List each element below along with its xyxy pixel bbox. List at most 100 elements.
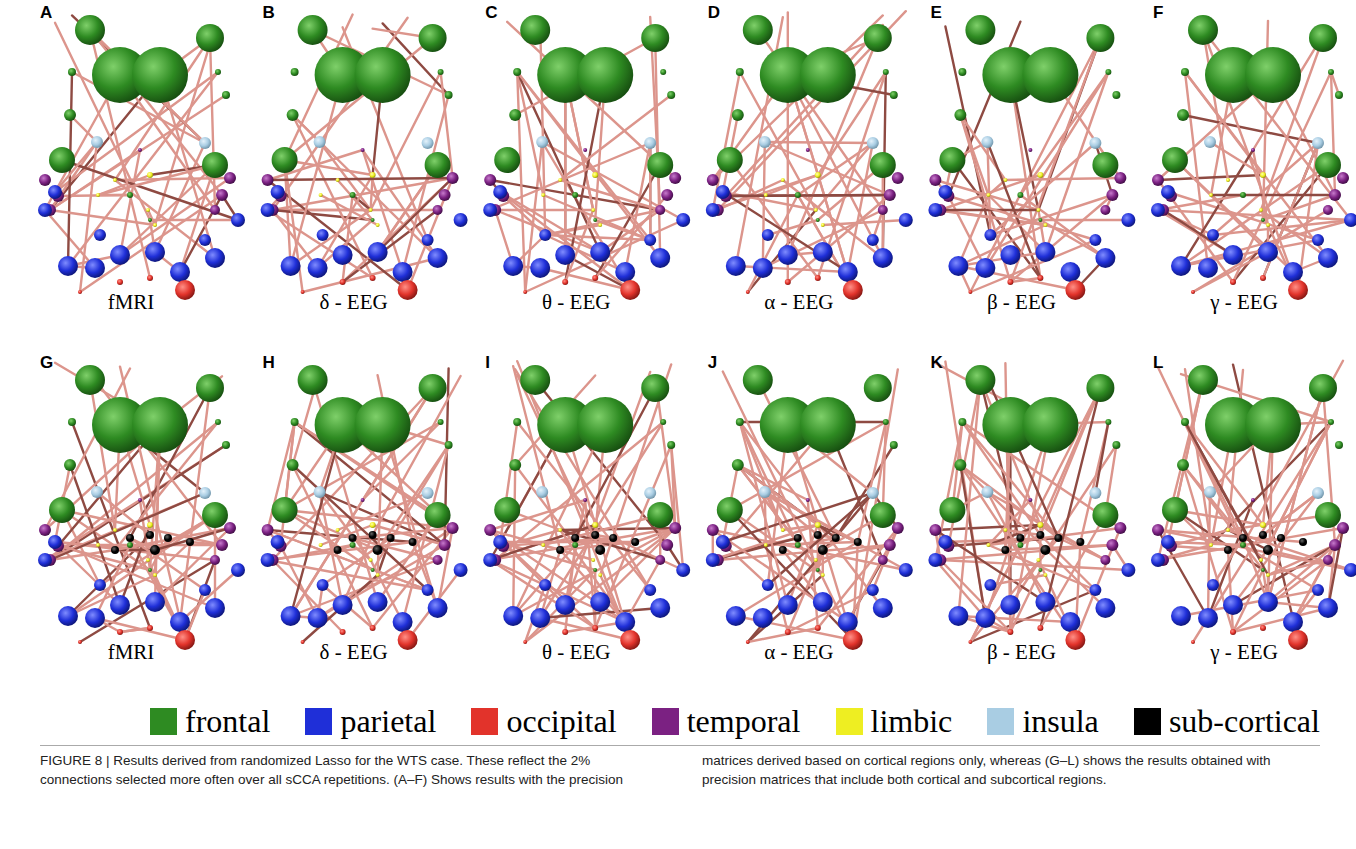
- region-sphere: [873, 248, 893, 268]
- legend-swatch: [987, 708, 1014, 735]
- region-sphere: [409, 538, 417, 546]
- connection-line: [1175, 160, 1268, 252]
- panel-label: β - EEG: [910, 640, 1132, 665]
- region-sphere: [631, 538, 639, 546]
- region-sphere: [422, 137, 434, 149]
- panel-network: [706, 11, 913, 300]
- legend-text: parietal: [340, 703, 436, 740]
- region-sphere: [231, 563, 245, 577]
- region-sphere: [591, 531, 599, 539]
- region-sphere: [1016, 534, 1024, 542]
- connection-line: [1243, 361, 1343, 545]
- region-sphere: [419, 374, 447, 402]
- region-sphere: [541, 193, 545, 197]
- region-sphere: [1207, 229, 1219, 241]
- region-sphere: [1035, 242, 1055, 262]
- region-sphere: [58, 606, 78, 626]
- region-sphere: [271, 185, 285, 199]
- region-sphere: [928, 553, 942, 567]
- region-sphere: [1060, 262, 1080, 282]
- region-sphere: [1266, 573, 1270, 577]
- region-sphere: [1037, 275, 1043, 281]
- connection-line: [513, 465, 515, 616]
- region-sphere: [350, 192, 356, 198]
- region-sphere: [647, 502, 673, 528]
- region-sphere: [1312, 487, 1324, 499]
- region-sphere: [644, 137, 656, 149]
- connection-line: [625, 143, 650, 272]
- region-sphere: [667, 91, 675, 99]
- region-sphere: [319, 543, 323, 547]
- panel-letter: K: [930, 353, 942, 373]
- connection-line: [788, 75, 853, 290]
- connection-line: [273, 209, 438, 211]
- region-sphere: [981, 136, 993, 148]
- region-sphere: [494, 497, 520, 523]
- region-sphere: [210, 205, 220, 215]
- region-sphere: [523, 290, 527, 294]
- connection-line: [723, 493, 873, 542]
- region-sphere: [660, 69, 666, 75]
- region-sphere: [536, 136, 548, 148]
- region-sphere: [287, 109, 299, 121]
- region-sphere: [986, 193, 990, 197]
- region-sphere: [1312, 584, 1324, 596]
- region-sphere: [1226, 178, 1230, 182]
- connection-line: [268, 560, 428, 590]
- connection-line: [513, 528, 675, 616]
- region-sphere: [1266, 223, 1270, 227]
- connection-line: [1163, 210, 1233, 255]
- region-sphere: [984, 579, 996, 591]
- region-sphere: [1191, 640, 1195, 644]
- region-sphere: [368, 592, 388, 612]
- panel-network: [928, 362, 1135, 650]
- connection-line: [490, 560, 595, 628]
- region-sphere: [1335, 441, 1343, 449]
- legend-text: sub-cortical: [1169, 703, 1320, 740]
- region-sphere: [454, 213, 468, 227]
- connection-line: [788, 195, 890, 282]
- region-sphere: [199, 487, 211, 499]
- region-sphere: [454, 563, 468, 577]
- region-sphere: [883, 69, 889, 75]
- region-sphere: [376, 573, 380, 577]
- panel-network: [38, 15, 245, 300]
- connection-line: [285, 38, 433, 160]
- region-sphere: [1089, 584, 1101, 596]
- legend-item: temporal: [652, 703, 801, 740]
- region-sphere: [371, 218, 375, 222]
- region-sphere: [38, 553, 52, 567]
- region-sphere: [814, 558, 818, 562]
- region-sphere: [422, 487, 434, 499]
- region-sphere: [743, 15, 773, 45]
- region-sphere: [815, 172, 821, 178]
- connection-line: [1263, 195, 1335, 220]
- region-sphere: [676, 563, 690, 577]
- region-sphere: [1207, 579, 1219, 591]
- legend-text: frontal: [185, 703, 270, 740]
- region-sphere: [287, 459, 299, 471]
- region-sphere: [591, 558, 595, 562]
- region-sphere: [1105, 419, 1111, 425]
- region-sphere: [447, 522, 459, 534]
- region-sphere: [445, 91, 453, 99]
- region-sphere: [132, 397, 188, 453]
- region-sphere: [892, 522, 904, 534]
- region-sphere: [398, 630, 418, 650]
- region-sphere: [800, 397, 856, 453]
- region-sphere: [743, 365, 773, 395]
- region-sphere: [883, 419, 889, 425]
- region-sphere: [308, 258, 328, 278]
- region-sphere: [1277, 534, 1285, 542]
- region-sphere: [814, 208, 818, 212]
- region-sphere: [369, 208, 373, 212]
- region-sphere: [821, 223, 825, 227]
- region-sphere: [781, 178, 785, 182]
- region-sphere: [138, 148, 142, 152]
- connection-line: [1203, 30, 1351, 220]
- region-sphere: [590, 592, 610, 612]
- region-sphere: [113, 528, 117, 532]
- region-sphere: [111, 546, 119, 554]
- region-sphere: [707, 524, 719, 536]
- connection-line: [655, 38, 660, 258]
